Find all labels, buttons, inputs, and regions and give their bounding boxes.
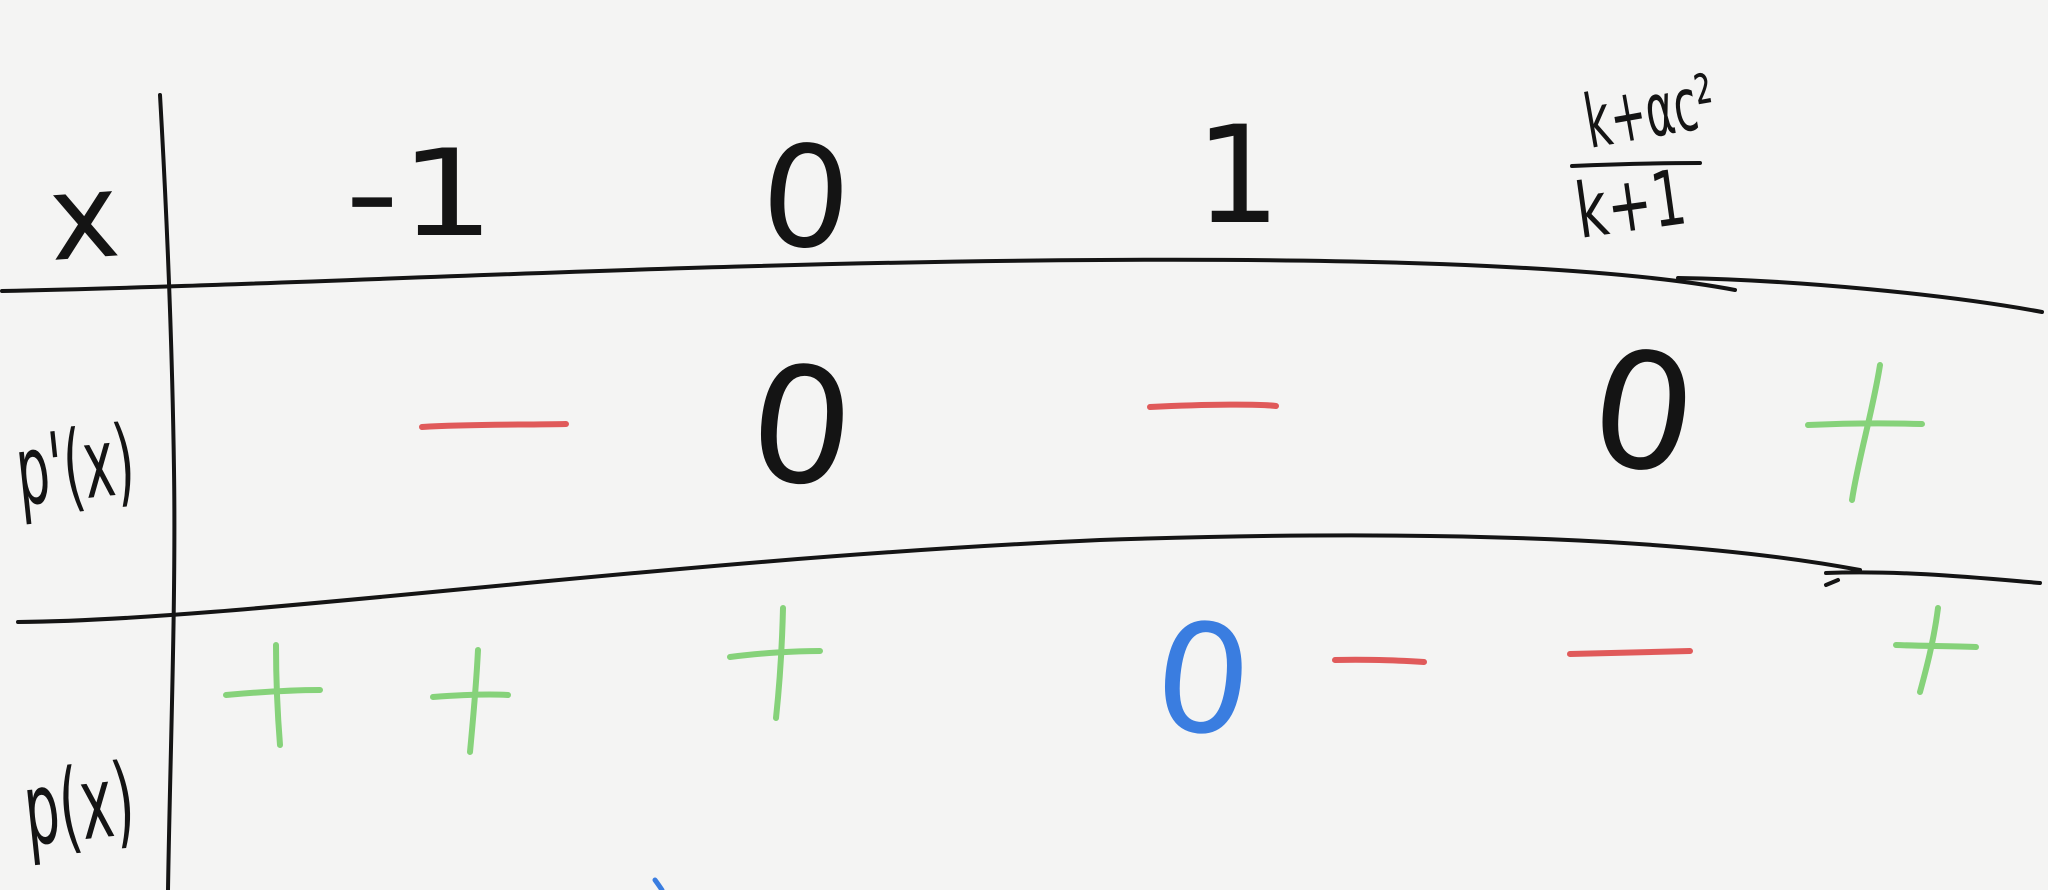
x-value-1: 1 <box>1195 97 1281 254</box>
p-row: 0 <box>223 589 1979 890</box>
p-prime-sign-plus <box>1805 362 1925 503</box>
row-divider-tail <box>1824 570 2042 585</box>
vertical-divider <box>158 93 177 890</box>
p-prime-sign-minus-1 <box>419 421 569 430</box>
p-sign-minus-2 <box>1567 648 1693 657</box>
p-zero-blue: 0 <box>1146 589 1259 772</box>
fraction-bar <box>1570 161 1702 168</box>
p-prime-row-label: p'(x) <box>11 404 140 528</box>
p-prime-sign-minus-2 <box>1147 401 1279 410</box>
x-row-label: x <box>44 145 123 288</box>
x-value-neg1: -1 <box>345 125 495 264</box>
fraction-denominator: k+1 <box>1570 152 1691 255</box>
p-sign-plus-1 <box>223 642 323 748</box>
p-prime-zero-1: 0 <box>741 328 862 525</box>
header-underline <box>0 257 1737 293</box>
x-values: -1 0 1 <box>345 97 1281 283</box>
pen-mark-fragment <box>652 877 665 890</box>
row-labels: x p'(x) p(x) <box>11 145 140 868</box>
table-grid <box>0 93 2044 890</box>
p-row-label: p(x) <box>18 741 140 869</box>
p-sign-plus-3 <box>727 605 823 721</box>
row-divider-hook <box>1824 578 1840 587</box>
row-divider <box>16 533 1862 624</box>
header-underline-tail <box>1676 276 2044 314</box>
p-sign-plus-2 <box>430 647 511 755</box>
p-sign-plus-4 <box>1893 605 1979 695</box>
p-sign-minus-1 <box>1332 656 1427 665</box>
x-value-0: 0 <box>756 114 856 283</box>
critical-point-fraction: k+αc² k+1 <box>1570 58 1721 256</box>
